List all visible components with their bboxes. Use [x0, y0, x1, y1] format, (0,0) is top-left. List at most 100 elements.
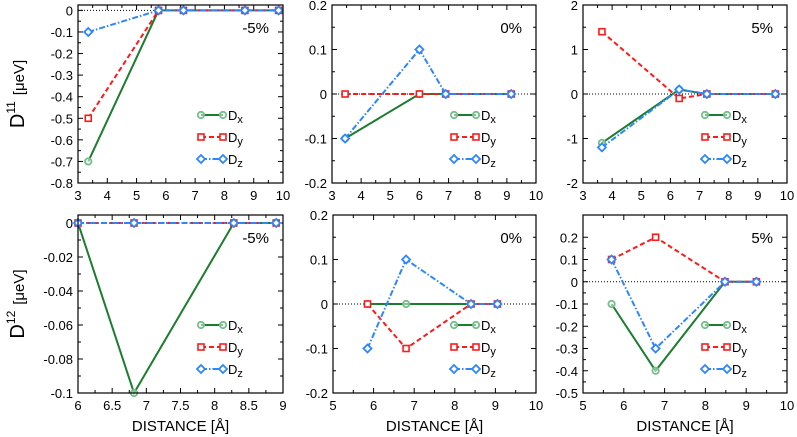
y-tick-label: -0.4 — [51, 90, 73, 105]
x-tick-label: 7.5 — [171, 398, 189, 413]
x-tick-label: 7 — [192, 188, 199, 203]
y-tick-label: 0.2 — [309, 0, 327, 13]
x-tick-label: 6.5 — [103, 398, 121, 413]
y-tick-label: -0.1 — [556, 297, 578, 312]
data-point-dy — [341, 90, 349, 98]
panel-label: -5% — [242, 20, 269, 37]
legend-label-dx: Dx — [732, 108, 747, 126]
legend-marker — [197, 133, 205, 141]
data-point-dz — [673, 84, 685, 95]
plot-frame — [332, 214, 537, 394]
x-tick-label: 8 — [725, 188, 732, 203]
data-point-dz — [339, 133, 351, 144]
data-point-dz — [751, 276, 762, 288]
x-tick-label: 9 — [492, 398, 499, 413]
series-line-dy — [611, 236, 757, 283]
y-tick-label: 0 — [320, 87, 327, 102]
data-point-dy — [675, 94, 683, 103]
data-point-dz — [505, 88, 517, 100]
y-tick-label: -0.2 — [51, 47, 73, 62]
x-tick-label: 7 — [696, 188, 703, 203]
legend-marker — [219, 133, 227, 141]
x-tick-label: 7 — [445, 188, 452, 203]
legend-marker — [721, 363, 733, 375]
series-line-dz — [610, 259, 757, 351]
x-tick-label: 5 — [133, 188, 140, 203]
y-tick-label: 0 — [571, 87, 578, 102]
x-axis-label: DISTANCE [Å] — [386, 418, 483, 435]
y-tick-label: -0.4 — [556, 364, 578, 379]
y-tick-label: -2 — [566, 176, 578, 191]
legend-marker — [723, 133, 731, 141]
y-tick-label: -0.02 — [43, 250, 73, 265]
x-tick-label: 3 — [579, 188, 586, 203]
legend-marker — [219, 343, 227, 351]
series-line-dy — [366, 303, 498, 350]
y-tick-label: -0.3 — [51, 68, 73, 83]
data-point-dy — [402, 344, 410, 353]
x-tick-label: 4 — [609, 188, 616, 203]
legend-marker — [471, 110, 481, 120]
data-point-dy — [363, 300, 372, 308]
y-tick-label: -0.6 — [51, 133, 73, 148]
x-tick-label: 10 — [529, 398, 543, 413]
plot-frame — [582, 4, 788, 184]
legend-marker — [699, 363, 711, 375]
legend-marker — [700, 110, 710, 120]
data-point-dy — [84, 114, 93, 123]
legend-marker — [722, 320, 732, 330]
x-tick-label: 5 — [579, 398, 586, 413]
x-tick-label: 5 — [329, 398, 336, 413]
legend-label-dy: Dy — [732, 130, 747, 148]
y-tick-label: 0.1 — [309, 43, 327, 58]
plot-frame — [582, 214, 788, 394]
legend-marker — [196, 110, 206, 120]
y-axis-label: D11[μeV] — [4, 60, 29, 128]
legend-label-dz: Dz — [481, 362, 496, 380]
legend-label-dy: Dy — [481, 130, 496, 148]
legend-label-dy: Dy — [228, 340, 243, 358]
y-tick-label: -0.2 — [556, 319, 578, 334]
legend-marker — [722, 110, 732, 120]
y-axis-label: D12[μeV] — [4, 269, 29, 338]
data-point-dz — [440, 88, 451, 100]
y-tick-label: 0.1 — [560, 253, 578, 268]
y-tick-label: -0.06 — [43, 318, 73, 333]
data-point-dx — [84, 157, 93, 166]
x-tick-label: 3 — [74, 188, 81, 203]
data-point-dx — [651, 366, 660, 375]
legend-marker — [218, 320, 228, 330]
legend-marker — [195, 153, 207, 165]
y-tick-label: -0.2 — [305, 176, 327, 191]
x-tick-label: 8.5 — [240, 398, 258, 413]
x-tick-label: 9 — [503, 188, 510, 203]
x-tick-label: 4 — [104, 188, 111, 203]
legend-label-dx: Dx — [481, 108, 496, 126]
series-line-dz — [601, 88, 776, 149]
x-tick-label: 8 — [702, 398, 709, 413]
legend-marker — [450, 343, 458, 351]
data-point-dz — [465, 298, 477, 310]
legend-marker — [470, 153, 482, 165]
x-axis-label: DISTANCE [Å] — [132, 418, 229, 435]
legend-marker — [448, 363, 460, 375]
data-point-dz — [153, 5, 164, 16]
x-tick-label: 9 — [279, 398, 286, 413]
y-tick-label: -0.5 — [556, 386, 578, 401]
legend-marker — [701, 133, 709, 141]
y-tick-label: -0.7 — [51, 154, 73, 169]
y-tick-label: -0.1 — [305, 132, 327, 147]
y-tick-label: -1 — [566, 132, 578, 147]
panel-label: 0% — [500, 230, 522, 247]
x-tick-label: 5 — [638, 188, 645, 203]
legend-label-dx: Dx — [228, 108, 243, 126]
x-tick-label: 7 — [411, 398, 418, 413]
legend-marker — [470, 363, 482, 375]
data-point-dy — [415, 90, 424, 98]
y-tick-label: -0.04 — [43, 284, 73, 299]
x-tick-label: 9 — [250, 188, 257, 203]
y-tick-label: -0.1 — [306, 342, 328, 357]
